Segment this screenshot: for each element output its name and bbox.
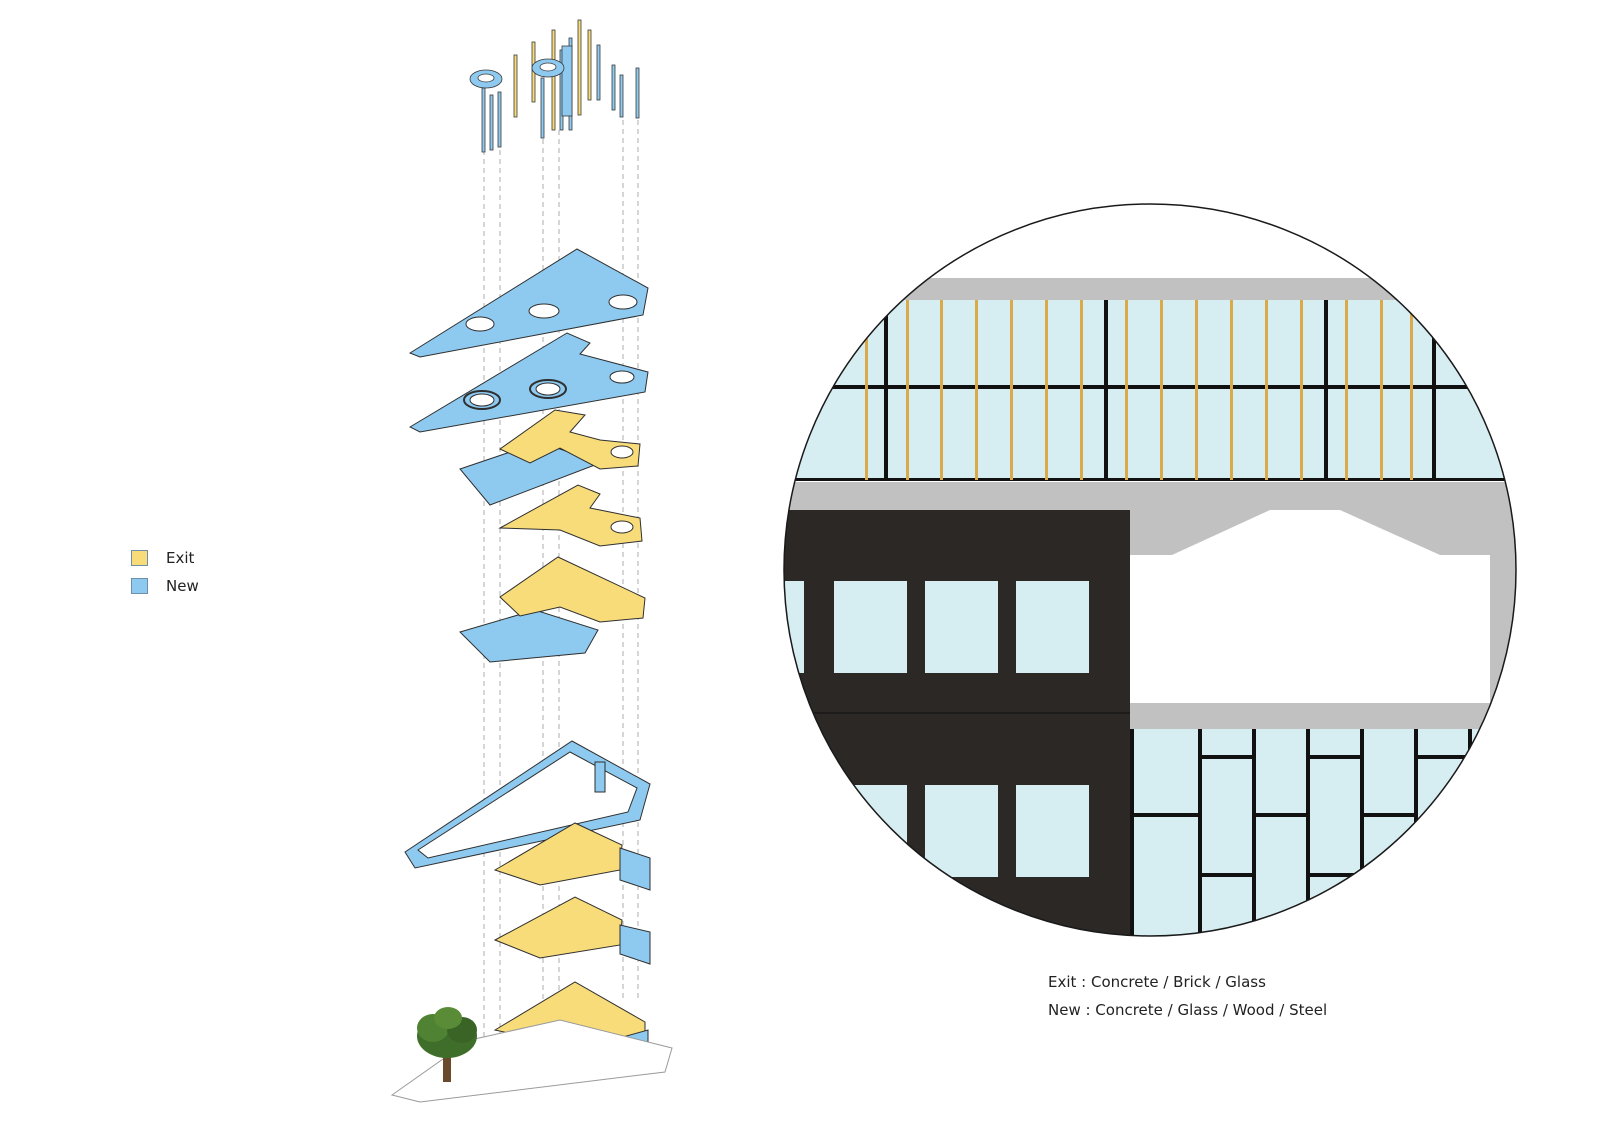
materials-exit: Exit : Concrete / Brick / Glass: [1048, 973, 1266, 991]
slab-level-3: [459, 409, 641, 506]
floor-slabs: [408, 248, 649, 663]
upper-mullions: [784, 300, 1516, 481]
existing-windows: [784, 581, 1089, 877]
lower-glazing: [1130, 729, 1516, 936]
wall-levels: [404, 740, 651, 1063]
legend-label-new: New: [166, 577, 199, 595]
bridge-beam: [1130, 510, 1516, 555]
tree-icon: [417, 1007, 477, 1082]
exit-swatch: [131, 550, 148, 566]
legend-label-exit: Exit: [166, 549, 195, 567]
materials-new: New : Concrete / Glass / Wood / Steel: [1048, 1001, 1328, 1019]
slab-level-4: [408, 332, 649, 433]
upper-glazing: [784, 300, 1516, 480]
walls-level-2: [493, 896, 651, 965]
walls-level-4: [404, 740, 651, 869]
structure-columns: [469, 19, 640, 153]
roof-slab: [408, 248, 649, 358]
lower-slab: [1130, 703, 1516, 729]
slab-level-2: [498, 484, 643, 547]
roof-parapet: [784, 278, 1516, 300]
mid-slab: [784, 482, 1516, 510]
detail-circle-outline: [783, 203, 1517, 937]
walls-level-3: [493, 822, 651, 891]
materials-note: Exit : Concrete / Brick / Glass New : Co…: [1048, 968, 1327, 1024]
legend-item-exit: Exit: [131, 544, 199, 572]
slab-level-1: [459, 556, 646, 663]
legend-item-new: New: [131, 572, 199, 600]
legend: Exit New: [131, 544, 199, 600]
new-swatch: [131, 578, 148, 594]
